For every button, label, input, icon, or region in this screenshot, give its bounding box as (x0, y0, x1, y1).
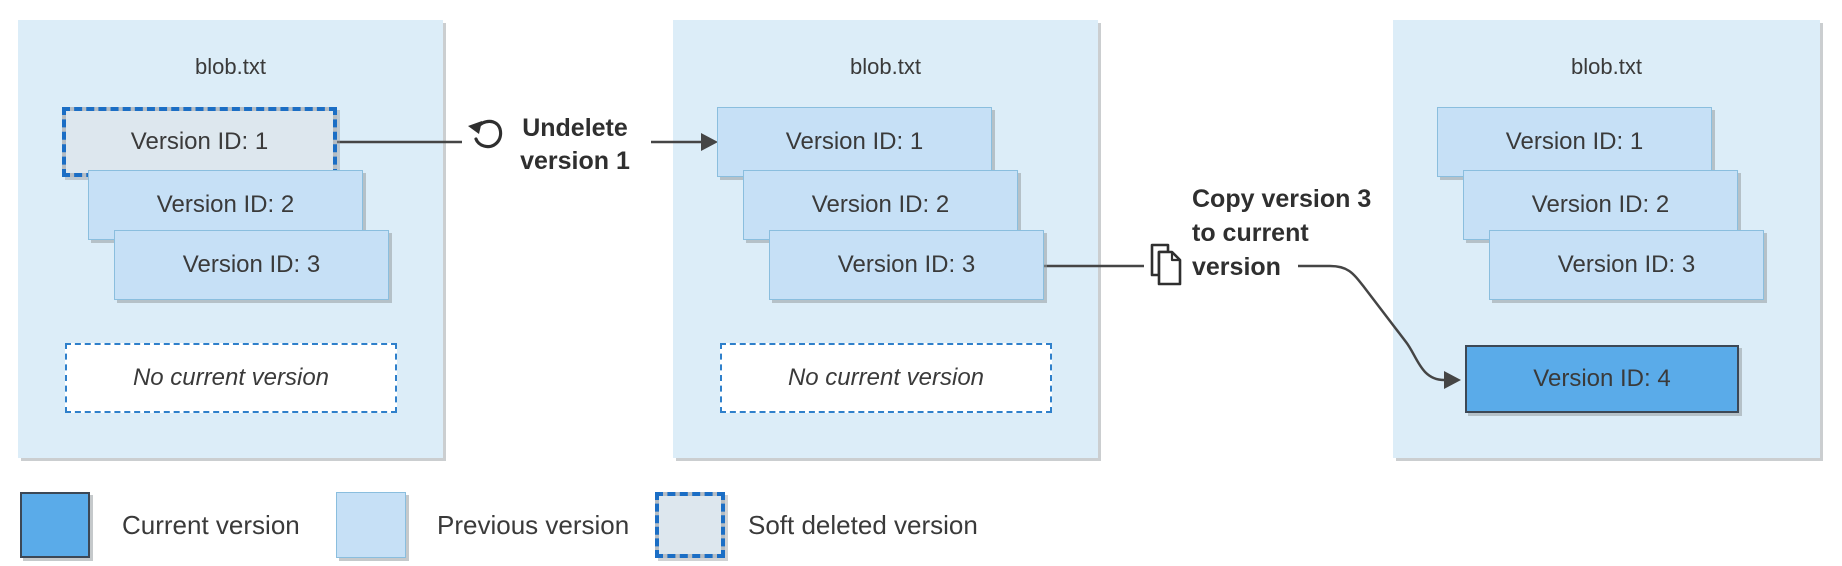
version-label: Version ID: 1 (1505, 128, 1644, 155)
copy-icon (1150, 243, 1182, 286)
version-label: Version ID: 2 (1531, 191, 1670, 218)
undo-icon (468, 119, 503, 149)
no-current-version-box: No current version (720, 343, 1052, 413)
version-label: Version ID: 1 (785, 128, 924, 155)
version-label: Version ID: 3 (182, 251, 321, 278)
version-label: Version ID: 3 (1557, 251, 1696, 278)
soft-deleted-fill (659, 496, 721, 554)
version-box: Version ID: 2 (1463, 170, 1738, 240)
undelete-annotation-label: Undelete version 1 (520, 114, 630, 175)
version-box: Version ID: 2 (88, 170, 363, 240)
legend-label-soft-deleted: Soft deleted version (748, 510, 978, 540)
version-box: Version ID: 1 (717, 107, 992, 177)
blob-title: blob.txt (195, 54, 266, 79)
version-box: Version ID: 3 (1489, 230, 1764, 300)
blob-title: blob.txt (1571, 54, 1642, 79)
version-box: Version ID: 3 (769, 230, 1044, 300)
version-box: Version ID: 2 (743, 170, 1018, 240)
version-box-soft-deleted: Version ID: 1 (62, 107, 337, 177)
version-label: Version ID: 2 (156, 191, 295, 218)
soft-deleted-fill (66, 111, 333, 173)
version-box-current: Version ID: 4 (1465, 345, 1739, 413)
blob-panel-3: blob.txt Version ID: 1 Version ID: 2 Ver… (1393, 20, 1820, 458)
copy-annotation-label: Copy version 3 to current version (1192, 185, 1372, 281)
legend-label-current: Current version (122, 510, 300, 540)
legend-swatch-current (20, 492, 90, 558)
blob-panel-2: blob.txt Version ID: 1 Version ID: 2 Ver… (673, 20, 1098, 458)
blob-panel-1: blob.txt Version ID: 1 Version ID: 2 Ver… (18, 20, 443, 458)
version-label: Version ID: 1 (130, 128, 269, 155)
legend-label-previous: Previous version (437, 510, 630, 540)
version-label: Version ID: 4 (1533, 365, 1671, 392)
version-box: Version ID: 1 (1437, 107, 1712, 177)
version-box: Version ID: 3 (114, 230, 389, 300)
legend-swatch-previous (336, 492, 406, 558)
version-label: Version ID: 2 (811, 191, 950, 218)
legend-swatch-soft-deleted (655, 492, 725, 558)
blob-title: blob.txt (850, 54, 921, 79)
no-current-version-box: No current version (65, 343, 397, 413)
version-label: Version ID: 3 (837, 251, 976, 278)
